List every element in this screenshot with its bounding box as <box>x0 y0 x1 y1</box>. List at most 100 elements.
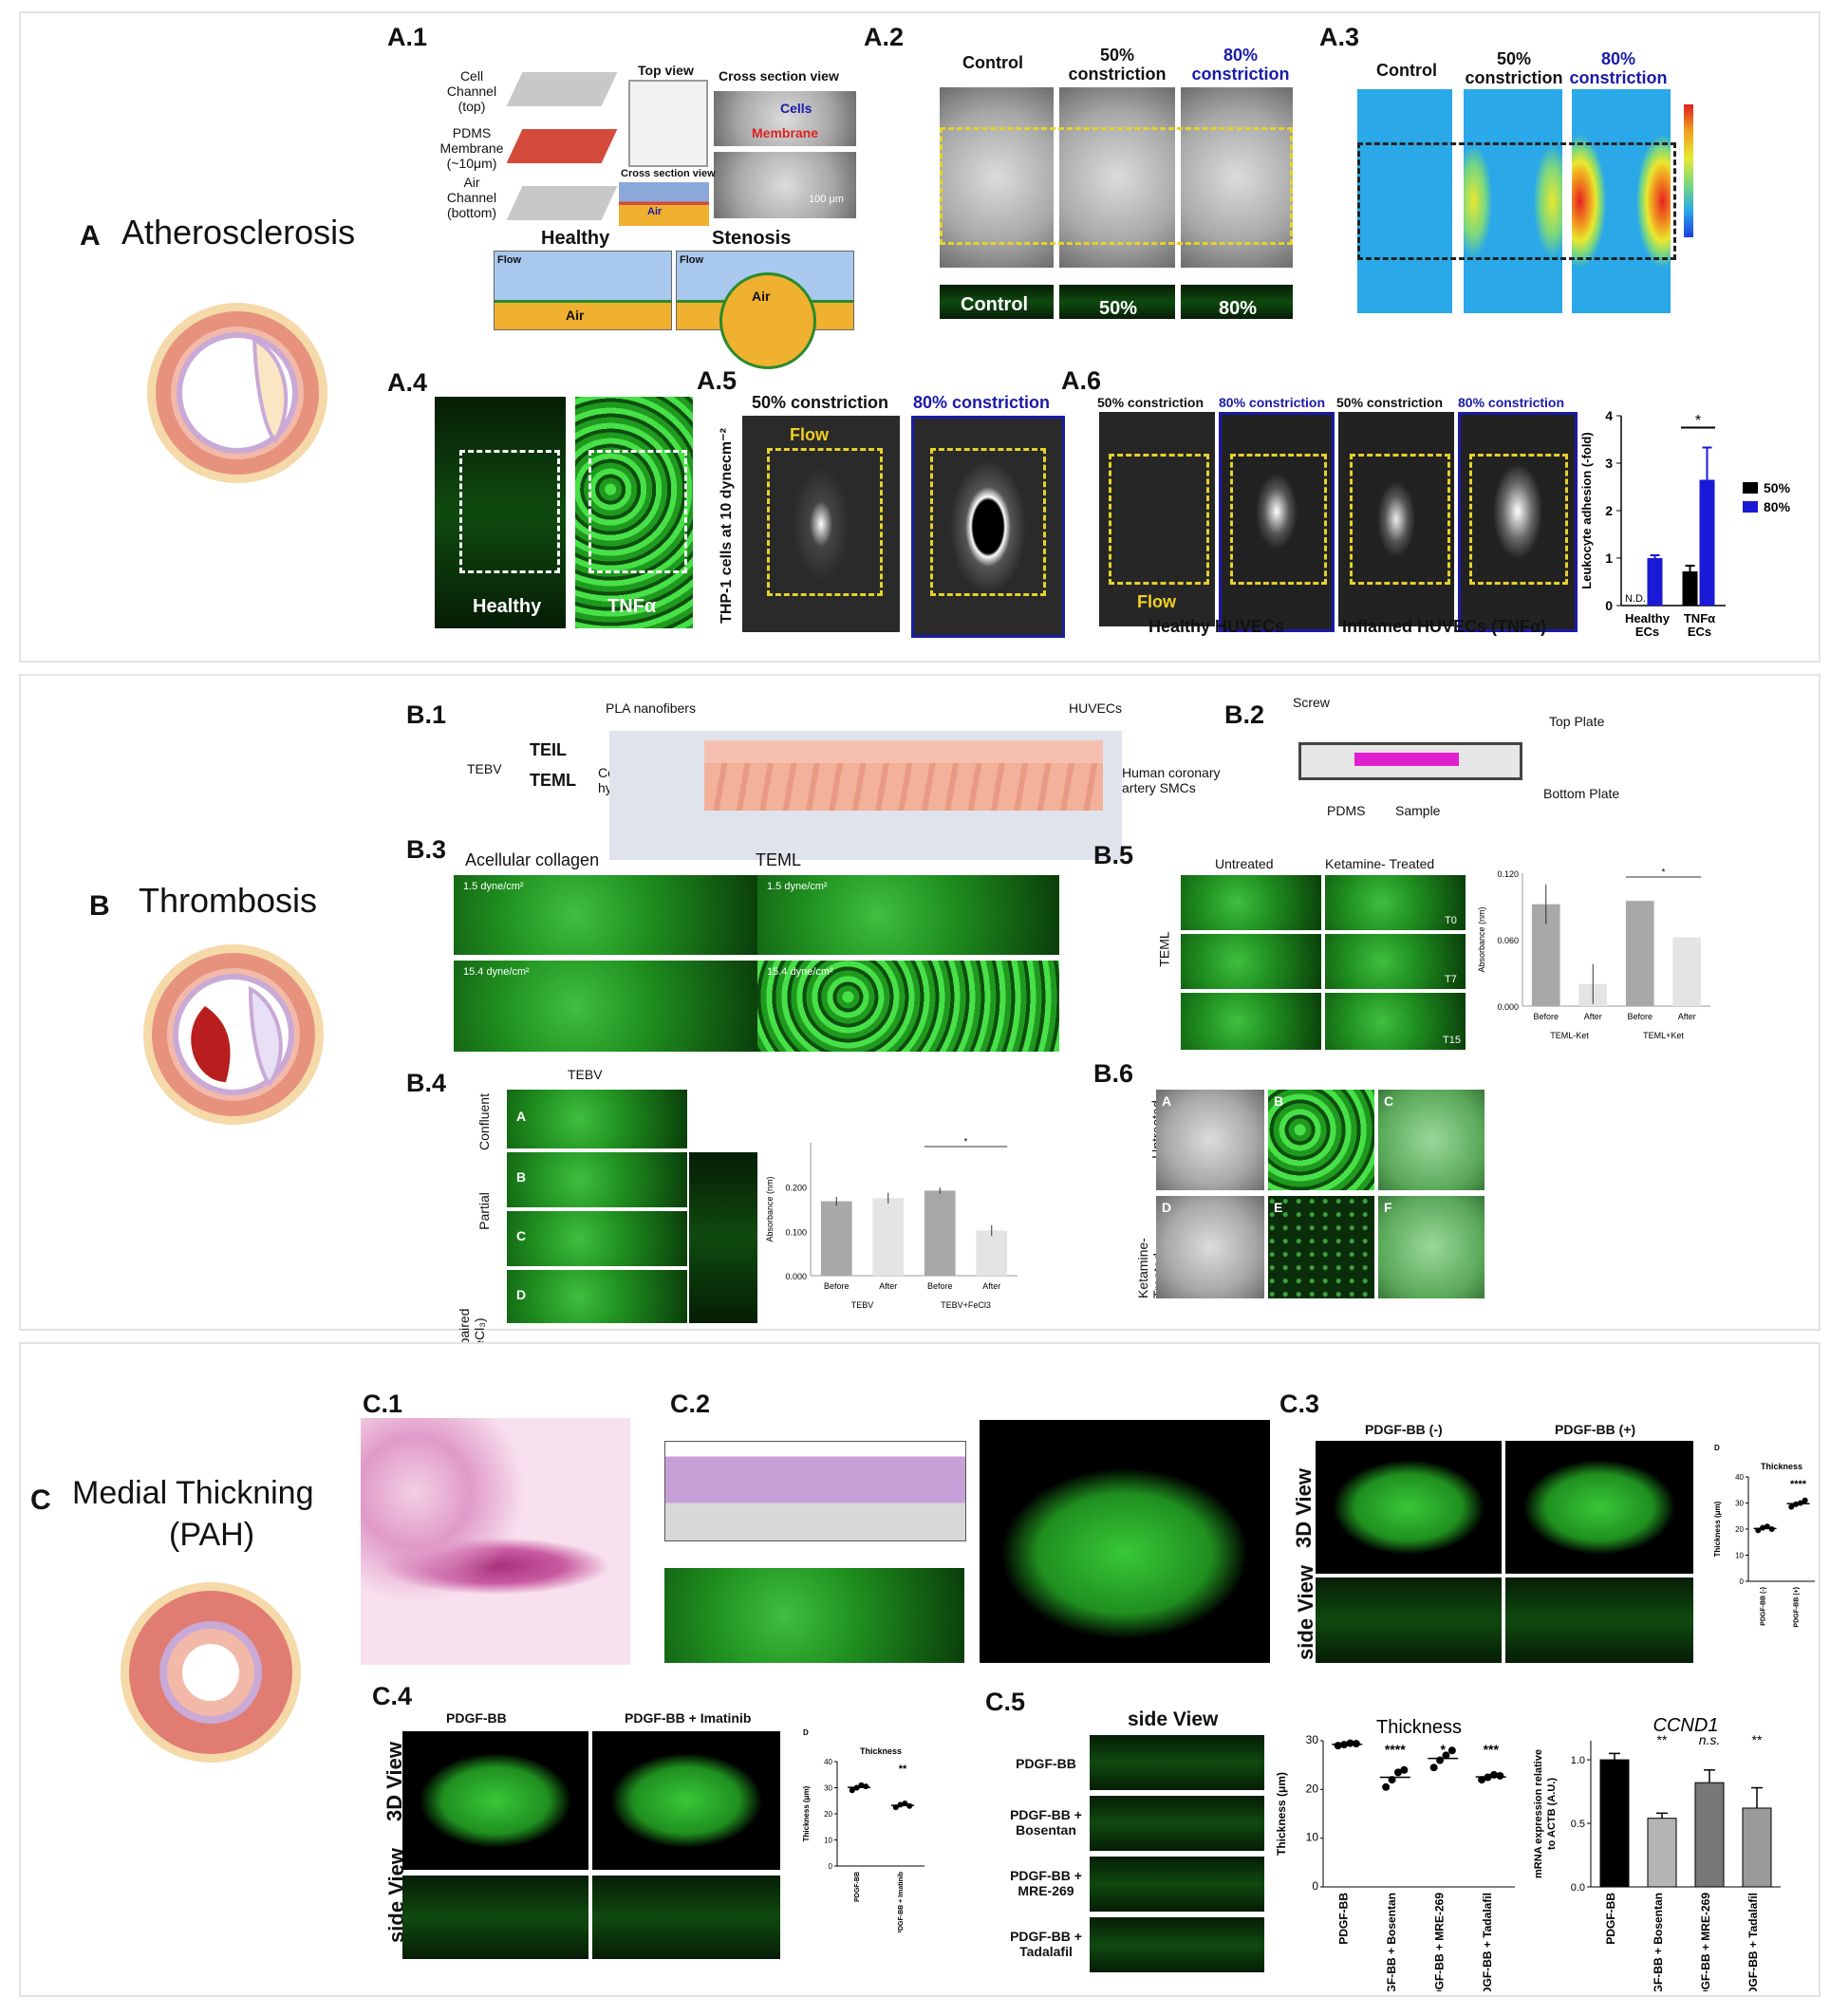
b2-top: Top Plate <box>1549 714 1605 729</box>
b5-teml: TEML <box>1156 931 1172 967</box>
b3-dyne-2: 15.4 dyne/cm² <box>463 966 530 978</box>
a4-healthy-image <box>435 397 566 628</box>
chart-title: CCND1 <box>1653 1715 1719 1736</box>
a3-control-header: Control <box>1376 61 1437 80</box>
x-tick-label: PDGF-BB + Imatinib <box>898 1872 905 1932</box>
pah-artery-illustration <box>121 1582 301 1763</box>
b3-acellular: Acellular collagen <box>465 850 600 869</box>
section-b-title: Thrombosis <box>139 881 318 920</box>
x-tick-label: After <box>1678 1012 1696 1021</box>
section-b-letter: B <box>89 890 110 922</box>
c4-pdgf-3d <box>402 1731 588 1870</box>
data-point <box>1393 1768 1402 1777</box>
panel-letter: D <box>803 1728 809 1737</box>
data-point <box>1429 1764 1438 1772</box>
a5-80-image <box>911 416 1065 638</box>
bar <box>1742 1807 1772 1888</box>
a2-bot-50: 50% <box>1099 298 1138 319</box>
b5-untreated-7 <box>1181 934 1321 989</box>
annotation-star: * <box>1662 868 1666 878</box>
y-tick-label: 0.000 <box>1497 1002 1519 1012</box>
a6-50a: 50% constriction <box>1097 395 1204 410</box>
y-tick-label: 2 <box>1605 503 1613 518</box>
data-point <box>1802 1497 1808 1503</box>
x-tick-label: TNFα <box>1684 611 1715 625</box>
data-point <box>1797 1500 1803 1506</box>
y-tick-label: 0 <box>1605 598 1613 613</box>
c1-label: C.1 <box>363 1390 403 1418</box>
c5-row1-label: PDGF-BB <box>1016 1756 1076 1771</box>
a3-roi <box>1357 142 1676 260</box>
data-point <box>892 1804 899 1811</box>
a3-50-header: 50% constriction <box>1465 49 1563 87</box>
b2-bottom: Bottom Plate <box>1543 786 1620 801</box>
a1-scale-text: 100 μm <box>809 194 844 205</box>
a3-label: A.3 <box>1319 23 1360 51</box>
c4-imatinib-side <box>592 1876 780 1959</box>
bar <box>820 1201 852 1276</box>
group-label: TEML+Ket <box>1643 1031 1684 1040</box>
a1-layer-top <box>506 72 618 106</box>
c5-side-view-header: side View <box>1128 1708 1219 1730</box>
x-tick-label: PDGF-BB (-) <box>1761 1587 1767 1626</box>
b4-label: B.4 <box>406 1069 447 1097</box>
b6-cell-c <box>1378 1090 1485 1190</box>
b6-label-f: F <box>1384 1200 1392 1215</box>
data-point <box>1760 1524 1766 1531</box>
c4-imatinib-3d <box>592 1731 780 1870</box>
x-tick-label: Before <box>927 1281 953 1291</box>
data-point <box>1489 1770 1498 1779</box>
b6-cell-e <box>1268 1196 1374 1298</box>
x-tick-label: PDGF-BB <box>1336 1893 1350 1945</box>
x-tick-label: After <box>879 1281 897 1291</box>
data-point <box>1768 1526 1775 1532</box>
b4-row-c <box>507 1211 687 1266</box>
a2-bot-control: Control <box>961 294 1029 315</box>
b4-tebv-header: TEBV <box>568 1067 603 1082</box>
bar <box>1599 1759 1630 1888</box>
b3-teml: TEML <box>756 850 802 869</box>
b1-tebv: TEBV <box>467 761 502 776</box>
a1-pdms: PDMS Membrane (~10μm) <box>439 125 504 171</box>
b6-cell-d <box>1156 1196 1264 1298</box>
data-point <box>1442 1751 1450 1760</box>
a1-healthy: Healthy <box>541 228 610 249</box>
x-tick-label: PDGF-BB (+) <box>1794 1587 1801 1628</box>
chart-title: Thickness <box>1761 1462 1802 1471</box>
a1-top-view: Top view <box>638 63 694 78</box>
y-tick-label: 0.200 <box>785 1184 807 1193</box>
a4-tnf-image <box>575 397 693 628</box>
a1-cell-channel: Cell Channel (top) <box>446 68 497 114</box>
y-tick-label: 3 <box>1605 456 1613 471</box>
y-tick-label: 10 <box>1735 1552 1744 1560</box>
b6-label-b: B <box>1274 1093 1284 1109</box>
c4-pdgf-side <box>402 1876 588 1959</box>
b5-tag-t7: T7 <box>1445 974 1457 985</box>
a6-img1 <box>1099 412 1215 626</box>
data-point <box>1793 1501 1800 1507</box>
b6-label-a: A <box>1162 1093 1172 1109</box>
b1-teml: TEML <box>530 771 576 790</box>
c5-row1-image <box>1090 1735 1264 1790</box>
y-tick-label: 30 <box>1306 1733 1319 1746</box>
b5-tag-t0: T0 <box>1445 915 1457 926</box>
bar <box>1672 937 1702 1006</box>
x-tick-label: After <box>982 1281 1000 1291</box>
a6-80a: 80% constriction <box>1219 395 1326 410</box>
c5-row4-label: PDGF-BB + Tadalafil <box>1010 1929 1082 1959</box>
data-point <box>1334 1742 1342 1750</box>
c3-3d-view: 3D View <box>1291 1468 1316 1548</box>
a1-cross-section: Cross section view <box>719 68 839 84</box>
c3-minus: PDGF-BB (-) <box>1365 1422 1443 1437</box>
a6-img4 <box>1458 412 1578 632</box>
a1-layer-bottom <box>506 186 618 220</box>
a2-bot-80: 80% <box>1219 298 1258 319</box>
y-tick-label: 1.0 <box>1571 1755 1585 1766</box>
b4-row-a-label: A <box>516 1109 527 1124</box>
c2-histology <box>664 1441 966 1541</box>
a1-cross-section-small: Cross section view <box>621 168 716 179</box>
chart-title: Thickness <box>1376 1717 1462 1738</box>
significance-annotation: **** <box>1790 1479 1807 1490</box>
